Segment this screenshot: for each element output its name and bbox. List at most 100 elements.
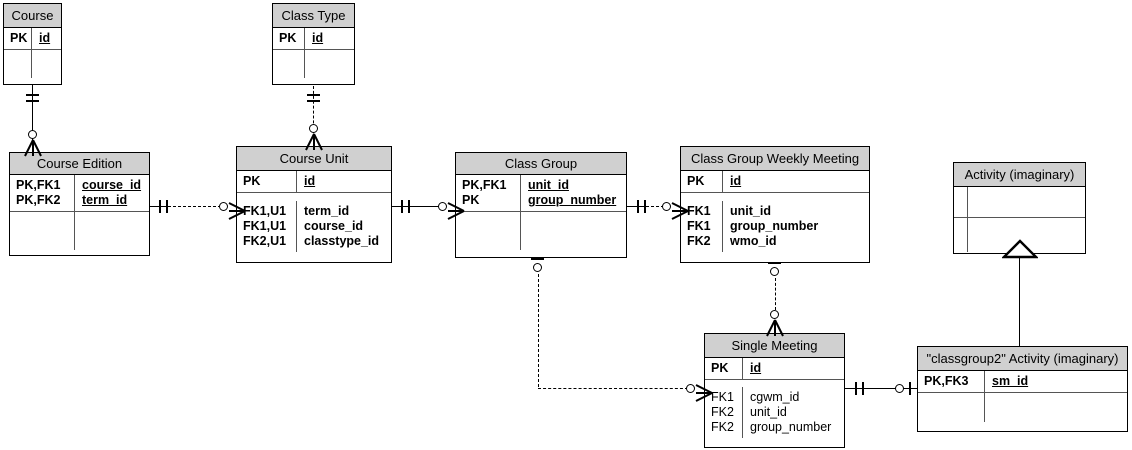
crowsfoot-course-unit-left xyxy=(228,202,246,220)
cardinality-one-bar-g xyxy=(401,200,403,213)
entity-course-unit-attr-2: course_id xyxy=(304,219,364,233)
entity-cgwm-fk-attrs: unit_id group_number wmo_id xyxy=(723,201,869,252)
cardinality-one-bar-n xyxy=(862,382,864,395)
cardinality-zero-circle-sm-left xyxy=(686,384,695,393)
cardinality-zero-circle-cg-bottom xyxy=(533,263,542,272)
entity-activity-title: Activity (imaginary) xyxy=(954,163,1085,187)
connector-classgroup-singlemeeting-h xyxy=(538,388,688,389)
crowsfoot-course-edition xyxy=(24,139,42,157)
entity-course-key-blank xyxy=(4,50,32,78)
entity-classgroup2-attr-0-text: sm_id xyxy=(992,374,1029,388)
entity-cgwm-attr-2: group_number xyxy=(730,219,819,233)
entity-single-meeting-fk-keys: FK1 FK2 FK2 xyxy=(705,387,743,438)
entity-classgroup2-activity[interactable]: "classgroup2" Activity (imaginary) PK,FK… xyxy=(917,346,1128,432)
connector-classtype-courseunit xyxy=(313,86,314,148)
entity-cgwm-key-1: FK1 xyxy=(687,204,711,218)
entity-course-edition-title: Course Edition xyxy=(10,153,149,175)
entity-cgwm-body-section: FK1 FK1 FK2 unit_id group_number wmo_id xyxy=(681,192,869,252)
crossbar-one-ce xyxy=(159,206,167,207)
entity-classgroup2-key-0: PK,FK3 xyxy=(918,371,985,392)
entity-course-edition-attr-blank xyxy=(75,212,149,250)
entity-course-attr-0: id xyxy=(32,28,61,49)
entity-course-attr-0-text: id xyxy=(39,31,51,45)
entity-class-group-key-blank xyxy=(456,212,521,250)
entity-course[interactable]: Course PK id xyxy=(3,3,62,85)
cardinality-one-bar-o xyxy=(909,382,911,395)
cardinality-one-bar-k xyxy=(531,258,544,260)
cardinality-one-bar-h xyxy=(408,200,410,213)
entity-activity-pk-section xyxy=(954,187,1085,217)
entity-single-meeting-key-1: FK1 xyxy=(711,390,734,404)
cardinality-zero-circle-sm-top xyxy=(770,310,779,319)
entity-course-edition-key-1: PK,FK2 xyxy=(16,193,61,207)
entity-cgwm-pk-section: PK id xyxy=(681,171,869,192)
entity-course-unit-attr-3: classtype_id xyxy=(304,234,380,248)
entity-course-unit-attr-1: term_id xyxy=(304,204,350,218)
entity-course-unit-key-0: PK xyxy=(237,171,297,192)
entity-single-meeting-title: Single Meeting xyxy=(705,334,844,358)
entity-classgroup2-title: "classgroup2" Activity (imaginary) xyxy=(918,347,1127,371)
entity-class-type-attr-blank xyxy=(305,50,354,78)
entity-course-unit-key-2: FK1,U1 xyxy=(243,219,287,233)
connector-courseunit-classgroup xyxy=(391,206,442,207)
entity-course-edition-pk-section: PK,FK1 PK,FK2 course_id term_id xyxy=(10,175,149,211)
entity-class-group-weekly-meeting[interactable]: Class Group Weekly Meeting PK id FK1 FK1… xyxy=(680,146,870,263)
entity-course-unit-key-3: FK2,U1 xyxy=(243,234,287,248)
crowsfoot-single-meeting-top xyxy=(766,319,784,337)
crowsfoot-class-group-left xyxy=(447,202,465,220)
cardinality-zero-circle-cgwm-left xyxy=(662,202,671,211)
connector-classgroup2-activity xyxy=(1019,254,1020,346)
entity-class-type-attr-0: id xyxy=(305,28,354,49)
cardinality-one-bar-d xyxy=(307,100,320,102)
entity-course-unit-fk-keys: FK1,U1 FK1,U1 FK2,U1 xyxy=(237,201,297,252)
entity-class-type[interactable]: Class Type PK id xyxy=(272,3,355,85)
entity-course-edition-key-blank xyxy=(10,212,75,250)
entity-activity-key-blank2 xyxy=(954,218,968,252)
entity-course-attr-blank xyxy=(32,50,61,78)
entity-cgwm-attr-0-text: id xyxy=(730,174,742,188)
entity-classgroup2-key-blank xyxy=(918,393,985,422)
entity-course-edition[interactable]: Course Edition PK,FK1 PK,FK2 course_id t… xyxy=(9,152,150,256)
entity-single-meeting[interactable]: Single Meeting PK id FK1 FK2 FK2 cgwm_id… xyxy=(704,333,845,448)
entity-class-group-keys: PK,FK1 PK xyxy=(456,175,521,211)
connector-cgwm-singlemeeting xyxy=(774,278,776,310)
entity-activity-attr-blank xyxy=(968,187,1085,217)
cardinality-zero-circle-cgwm-bottom xyxy=(770,267,779,276)
cardinality-one-bar-m xyxy=(855,382,857,395)
entity-cgwm-fk-keys: FK1 FK1 FK2 xyxy=(681,201,723,252)
entity-class-group-attr-1: group_number xyxy=(528,193,617,207)
cardinality-zero-circle-course-edition xyxy=(28,130,37,139)
entity-course-unit[interactable]: Course Unit PK id FK1,U1 FK1,U1 FK2,U1 t… xyxy=(236,146,392,263)
entity-cgwm-attr-0: id xyxy=(723,171,869,192)
entity-course-edition-body-section xyxy=(10,211,149,250)
entity-course-unit-attr-0-text: id xyxy=(304,174,316,188)
entity-activity-key-blank xyxy=(954,187,968,217)
cardinality-one-bar-e xyxy=(159,200,161,213)
entity-classgroup2-pk-section: PK,FK3 sm_id xyxy=(918,371,1127,392)
crowsfoot-course-unit-top xyxy=(305,133,323,151)
entity-course-edition-keys: PK,FK1 PK,FK2 xyxy=(10,175,75,211)
entity-class-group-pk-section: PK,FK1 PK unit_id group_number xyxy=(456,175,626,211)
entity-class-group-title: Class Group xyxy=(456,153,626,175)
entity-cgwm-key-2: FK1 xyxy=(687,219,711,233)
crowsfoot-single-meeting-left xyxy=(695,384,713,402)
entity-classgroup2-body-section xyxy=(918,392,1127,422)
entity-single-meeting-fk-attrs: cgwm_id unit_id group_number xyxy=(743,387,844,438)
entity-course-edition-key-0: PK,FK1 xyxy=(16,178,61,192)
cardinality-one-bar-c xyxy=(307,94,320,96)
entity-class-group-attr-0: unit_id xyxy=(528,178,569,192)
entity-cgwm-attr-3: wmo_id xyxy=(730,234,777,248)
entity-class-group[interactable]: Class Group PK,FK1 PK unit_id group_numb… xyxy=(455,152,627,258)
entity-class-type-pk-section: PK id xyxy=(273,28,354,49)
cardinality-one-bar-a xyxy=(26,94,39,96)
entity-class-group-key-0: PK,FK1 xyxy=(462,178,507,192)
entity-course-edition-attr-1: term_id xyxy=(82,193,128,207)
entity-course-body-section xyxy=(4,49,61,78)
cardinality-zero-circle-cg2-left xyxy=(895,384,904,393)
stub-class-group-right xyxy=(627,206,637,207)
entity-activity-imaginary[interactable]: Activity (imaginary) xyxy=(953,162,1086,254)
cardinality-one-bar-f xyxy=(166,200,168,213)
entity-course-unit-body-section: FK1,U1 FK1,U1 FK2,U1 term_id course_id c… xyxy=(237,192,391,252)
entity-single-meeting-attr-0-text: id xyxy=(750,361,762,375)
